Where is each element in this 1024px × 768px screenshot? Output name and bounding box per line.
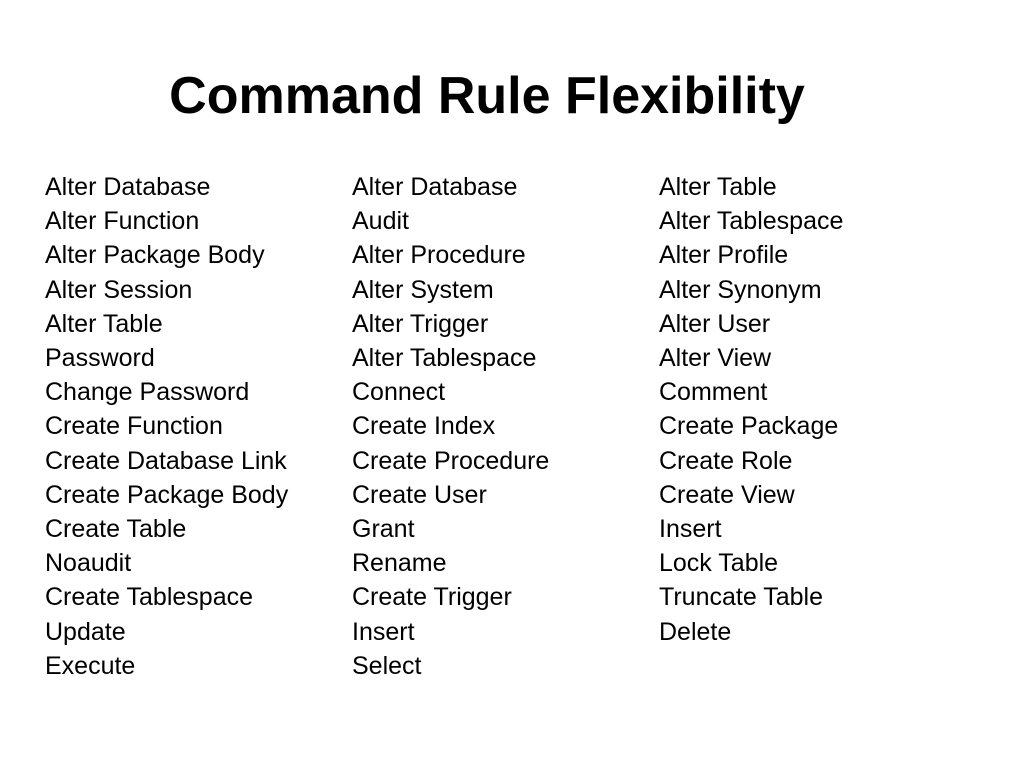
command-item: Create Role bbox=[659, 446, 793, 475]
command-item: Delete bbox=[659, 617, 732, 646]
command-item: Create Procedure bbox=[352, 446, 550, 475]
command-item: Comment bbox=[659, 378, 768, 407]
command-column-1: Alter Database Alter Function Alter Pack… bbox=[45, 170, 288, 683]
command-column-3: Alter Table Alter Tablespace Alter Profi… bbox=[659, 170, 843, 649]
command-item: Grant bbox=[352, 515, 415, 544]
command-item: Insert bbox=[659, 515, 722, 544]
command-item: Password bbox=[45, 344, 155, 373]
command-item: Create User bbox=[352, 480, 487, 509]
command-column-2: Alter Database Audit Alter Procedure Alt… bbox=[352, 170, 549, 683]
command-item: Alter View bbox=[659, 344, 772, 373]
command-item: Create View bbox=[659, 480, 795, 509]
command-item: Alter Table bbox=[45, 309, 163, 338]
command-item: Create Index bbox=[352, 412, 496, 441]
command-item: Create Package Body bbox=[45, 480, 289, 509]
command-item: Truncate Table bbox=[659, 583, 823, 612]
command-item: Alter Package Body bbox=[45, 241, 265, 270]
command-item: Alter Trigger bbox=[352, 309, 489, 338]
command-item: Connect bbox=[352, 378, 446, 407]
command-item: Create Function bbox=[45, 412, 223, 441]
command-item: Alter Profile bbox=[659, 241, 789, 270]
command-item: Alter Session bbox=[45, 275, 193, 304]
command-item: Create Tablespace bbox=[45, 583, 254, 612]
command-item: Alter System bbox=[352, 275, 494, 304]
command-item: Execute bbox=[45, 651, 136, 680]
command-item: Alter Table bbox=[659, 173, 777, 201]
command-item: Noaudit bbox=[45, 549, 132, 578]
command-item: Alter Procedure bbox=[352, 241, 526, 270]
command-item: Create Package bbox=[659, 412, 839, 441]
slide-title: Command Rule Flexibility bbox=[169, 67, 805, 125]
command-item: Alter Synonym bbox=[659, 275, 822, 304]
command-item: Lock Table bbox=[659, 549, 779, 578]
command-item: Audit bbox=[352, 207, 409, 236]
command-item: Select bbox=[352, 651, 422, 680]
command-item: Alter Tablespace bbox=[659, 207, 844, 236]
command-item: Alter Database bbox=[45, 173, 211, 201]
command-item: Alter Function bbox=[45, 207, 200, 236]
command-item: Alter Database bbox=[352, 173, 518, 201]
command-item: Alter Tablespace bbox=[352, 344, 537, 373]
command-item: Update bbox=[45, 617, 126, 646]
command-item: Create Database Link bbox=[45, 446, 287, 475]
command-item: Change Password bbox=[45, 378, 250, 407]
command-item: Create Table bbox=[45, 515, 187, 544]
command-item: Insert bbox=[352, 617, 415, 646]
command-item: Rename bbox=[352, 549, 447, 578]
command-item: Create Trigger bbox=[352, 583, 512, 612]
command-item: Alter User bbox=[659, 309, 771, 338]
